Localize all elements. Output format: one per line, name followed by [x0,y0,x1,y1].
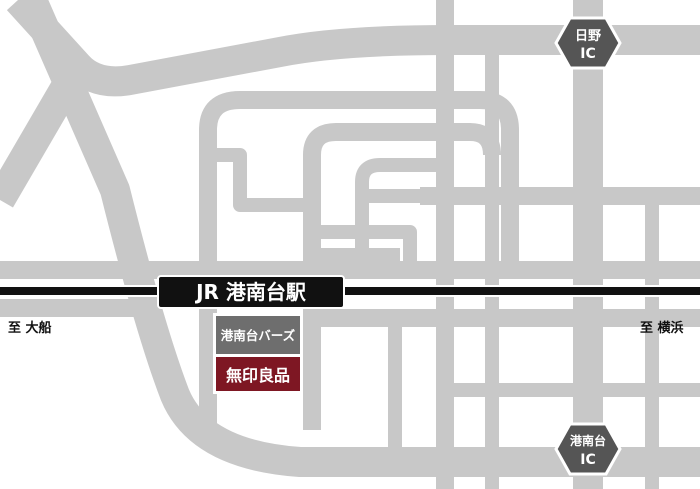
station-label: JR 港南台駅 [194,280,306,304]
road-inner-link-1 [208,148,312,212]
direction-west-label: 至 大船 [8,320,52,336]
direction-east-label: 至 横浜 [640,320,684,336]
shop-birds-label: 港南台バーズ [221,328,296,343]
konandai-ic-line2: IC [580,452,595,468]
rail-track [0,287,700,295]
road-inner-link-2 [312,225,417,270]
shop-muji-box [216,357,300,391]
station-marker[interactable]: JR 港南台駅 [157,275,345,309]
hino-ic-badge [554,16,622,70]
road-loop-inner [355,158,445,270]
konandai-ic-marker[interactable]: 港南台 IC [554,422,622,476]
shop-birds-box [216,316,300,354]
hino-ic-line2: IC [580,46,595,62]
road-south-of-rail [0,299,700,327]
road-loop-mid [303,123,501,430]
road-north-arterial [6,0,700,97]
shop-block[interactable]: 港南台バーズ 無印良品 [213,313,303,394]
konandai-ic-badge [554,422,622,476]
railway-line [0,285,700,297]
konandai-ic-line1: 港南台 [570,433,606,448]
hino-ic-marker[interactable]: 日野 IC [554,16,622,70]
road-west-curve [18,0,700,477]
hino-ic-line1: 日野 [575,29,601,44]
shop-muji-label: 無印良品 [226,366,290,385]
station-label-box [157,275,345,309]
road-loop-outer [199,91,519,430]
